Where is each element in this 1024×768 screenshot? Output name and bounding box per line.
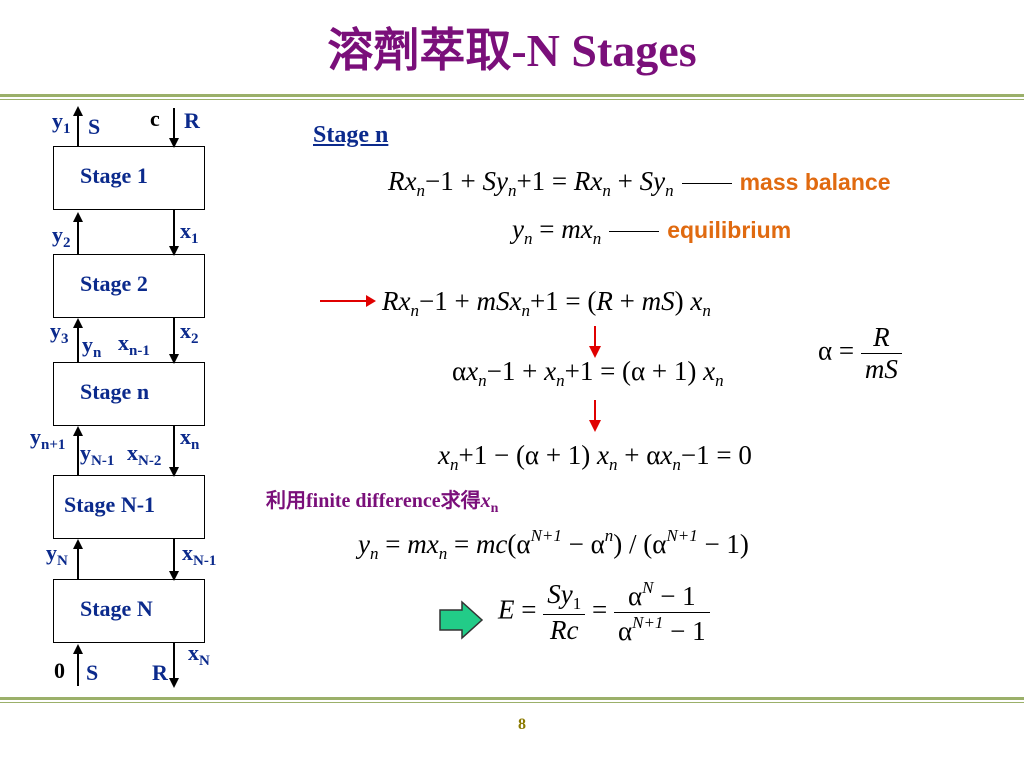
- red-down-arrow-icon: [589, 326, 601, 358]
- label-yn+1: yn+1: [30, 424, 66, 453]
- top-rule: [0, 94, 1024, 97]
- label-R-bottom: R: [152, 660, 168, 685]
- label-xn-1: xn-1: [118, 330, 150, 359]
- arrow-xN-2: [169, 426, 179, 477]
- label-xN: xN: [188, 640, 210, 669]
- arrow-S-in: [73, 644, 83, 686]
- label-y2: y2: [52, 222, 71, 251]
- label-R-top: R: [184, 108, 200, 133]
- stage-box-n: Stage n: [53, 362, 205, 426]
- stage-box-2: Stage 2: [53, 254, 205, 318]
- top-rule-thin: [0, 99, 1024, 100]
- arrow-xN-1: [169, 539, 179, 581]
- arrow-x1: [169, 210, 179, 256]
- label-y1: y1: [52, 108, 71, 137]
- red-down-arrow-icon: [589, 400, 601, 432]
- mass-balance-note: mass balance: [739, 169, 891, 195]
- equation-solution: yn = mxn = mc(αN+1 − αn) / (αN+1 − 1): [358, 526, 749, 563]
- equation-difference: xn+1 − (α + 1) xn + αxn−1 = 0: [438, 440, 752, 474]
- label-xn: xn: [180, 424, 200, 453]
- bottom-rule: [0, 697, 1024, 700]
- label-c: c: [150, 106, 160, 131]
- stage-box-1: Stage 1: [53, 146, 205, 210]
- label-x1: x1: [180, 218, 199, 247]
- stage-box-N: Stage N: [53, 579, 205, 643]
- arrow-xN-out: [169, 643, 179, 688]
- label-S-bottom: S: [86, 660, 99, 685]
- label-zero: 0: [54, 658, 65, 683]
- page-number: 8: [518, 716, 526, 733]
- green-block-arrow-icon: [439, 600, 484, 640]
- label-y3: y3: [50, 318, 69, 347]
- label-S-top: S: [88, 114, 101, 139]
- stage-cascade-diagram: Stage 1 Stage 2 Stage n Stage N-1 Stage …: [0, 100, 260, 700]
- stage-box-n-minus-1: Stage N-1: [53, 475, 205, 539]
- arrow-y2: [73, 212, 83, 254]
- arrow-R-in: [169, 108, 179, 148]
- stage-n-heading: Stage n: [313, 122, 389, 148]
- equation-alpha-form: αxn−1 + xn+1 = (α + 1) xn: [452, 356, 724, 390]
- label-yn: yn: [82, 332, 102, 361]
- equation-combined: Rxn−1 + mSxn+1 = (R + mS) xn: [382, 286, 711, 320]
- arrow-xn-1: [169, 318, 179, 364]
- bottom-rule-thin: [0, 702, 1024, 703]
- finite-difference-note: 利用finite difference求得xn: [266, 490, 499, 516]
- equilibrium-note: equilibrium: [667, 217, 792, 243]
- label-yN: yN: [46, 540, 68, 569]
- label-yN-1: yN-1: [80, 440, 115, 469]
- label-x2: x2: [180, 318, 199, 347]
- arrow-yN: [73, 539, 83, 579]
- arrow-y1-out: [73, 106, 83, 146]
- arrow-yN-1: [73, 426, 83, 475]
- red-right-arrow-icon: [320, 295, 376, 307]
- arrow-yn: [73, 318, 83, 362]
- label-xN-2: xN-2: [127, 440, 162, 469]
- page-title: 溶劑萃取-N Stages: [327, 25, 697, 76]
- label-xN-1: xN-1: [182, 540, 217, 569]
